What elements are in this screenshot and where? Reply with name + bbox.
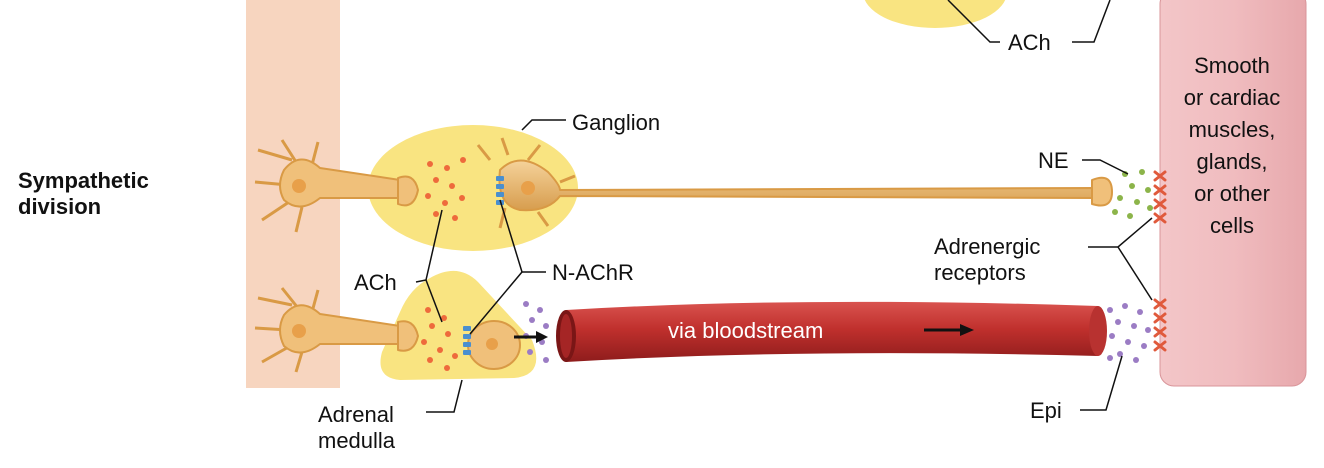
effector-label: Smooth or cardiac muscles, glands, or ot…	[1183, 53, 1281, 238]
ach-molecules	[421, 157, 466, 371]
bloodstream-label: via bloodstream	[668, 318, 824, 343]
adrenergic-receptors-label: Adrenergic receptors	[934, 234, 1041, 285]
ne-molecules	[1112, 169, 1153, 219]
adrenergic-receptors	[1153, 170, 1167, 352]
ganglion-label: Ganglion	[572, 110, 661, 135]
division-label: Sympathetic division	[18, 168, 149, 219]
blood-vessel	[556, 301, 1107, 362]
epi-label: Epi	[1030, 398, 1062, 423]
preganglionic-neuron-upper	[254, 139, 419, 233]
leader-lines	[415, 0, 1153, 413]
flow-arrows	[514, 324, 974, 343]
sympathetic-ganglion	[368, 125, 578, 251]
nicotinic-receptors	[463, 176, 504, 355]
chromaffin-cell	[467, 320, 521, 370]
preganglionic-neuron-lower	[254, 287, 419, 373]
ach-lower-label: ACh	[354, 270, 397, 295]
epi-molecules	[523, 301, 1151, 363]
adrenal-medulla-label: Adrenal medulla	[318, 402, 396, 453]
upper-ganglion	[864, 0, 1006, 28]
ne-label: NE	[1038, 148, 1069, 173]
effector-tissue	[1159, 0, 1307, 387]
postganglionic-neuron	[476, 137, 1113, 229]
n-achr-label: N-AChR	[552, 260, 634, 285]
ach-top-label: ACh	[1008, 30, 1051, 55]
